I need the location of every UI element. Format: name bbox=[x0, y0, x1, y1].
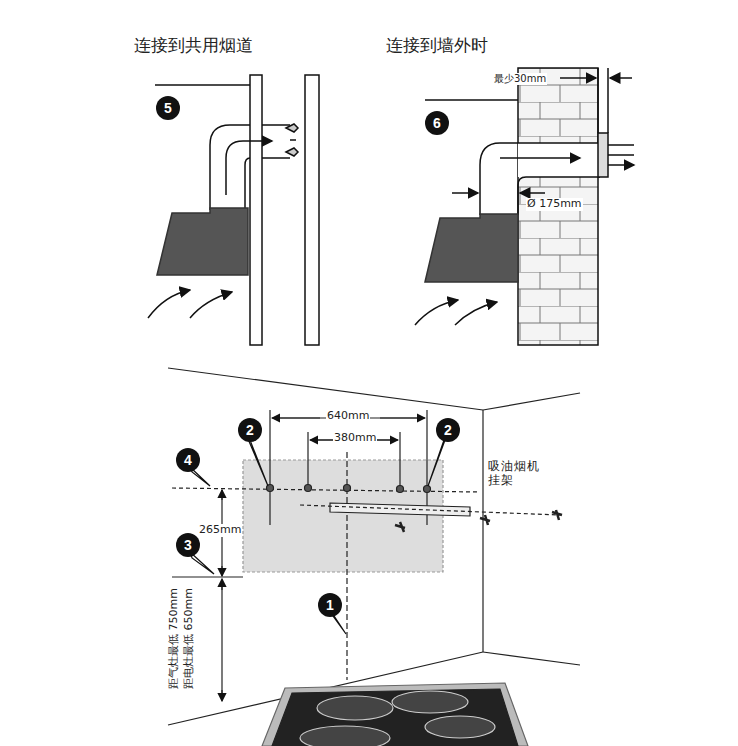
vertical-dimension-note: 距电灶最低 650mm bbox=[183, 587, 196, 690]
wall-panel bbox=[415, 68, 634, 345]
label: Ø 175mm bbox=[526, 198, 583, 211]
callout-number: 2 bbox=[238, 418, 262, 442]
callout-text: 1 bbox=[326, 597, 334, 613]
callout-text: 3 bbox=[184, 537, 192, 553]
label: 265mm bbox=[198, 524, 242, 537]
flue-panel bbox=[148, 75, 319, 345]
callout-text: 2 bbox=[246, 422, 254, 438]
label: 640mm bbox=[326, 410, 370, 423]
label: 吸油烟机 挂架 bbox=[487, 460, 541, 488]
callout-number: 1 bbox=[318, 593, 342, 617]
callout-text: 5 bbox=[164, 100, 172, 116]
callout-text: 6 bbox=[433, 115, 441, 131]
label: 连接到墙外时 bbox=[385, 36, 489, 56]
callout-number: 5 bbox=[156, 96, 180, 120]
callout-text: 4 bbox=[184, 452, 192, 468]
label: 380mm bbox=[333, 432, 377, 445]
callout-number: 3 bbox=[176, 533, 200, 557]
callout-text: 2 bbox=[444, 422, 452, 438]
label: 最少30mm bbox=[493, 73, 547, 85]
callout-number: 6 bbox=[425, 111, 449, 135]
callout-number: 4 bbox=[176, 448, 200, 472]
callout-number: 2 bbox=[436, 418, 460, 442]
vertical-dimension-note: 距气灶最低 750mm bbox=[168, 587, 181, 690]
room bbox=[168, 368, 580, 746]
label: 连接到共用烟道 bbox=[133, 36, 254, 56]
